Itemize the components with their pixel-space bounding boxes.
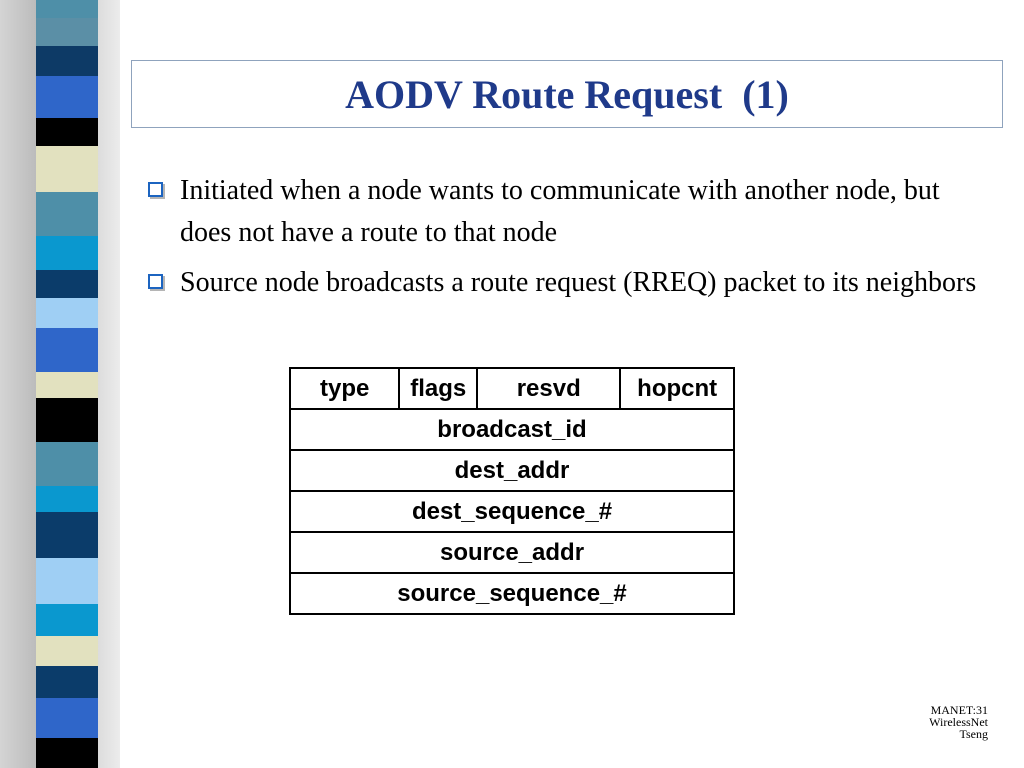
rreq-packet-format: type flags resvd hopcnt broadcast_id des… <box>288 367 735 615</box>
field-flags: flags <box>398 367 479 410</box>
stripe-block <box>36 146 98 192</box>
stripe-block <box>36 486 98 512</box>
stripe-block <box>36 192 98 236</box>
stripe-block <box>36 398 98 442</box>
bullet-text: Source node broadcasts a route request (… <box>180 267 977 298</box>
packet-row: source_sequence_# <box>289 572 735 615</box>
packet-row: dest_addr <box>289 449 735 492</box>
stripe-block <box>36 298 98 328</box>
stripe-block <box>36 76 98 118</box>
field-source-addr: source_addr <box>289 531 735 574</box>
field-resvd: resvd <box>476 367 622 410</box>
decorative-sidebar <box>0 0 120 768</box>
title-box: AODV Route Request (1) <box>131 60 1003 128</box>
square-bullet-icon <box>148 274 163 289</box>
stripe-block <box>36 0 98 18</box>
field-source-sequence: source_sequence_# <box>289 572 735 615</box>
packet-row: source_addr <box>289 531 735 574</box>
stripe-block <box>36 558 98 604</box>
field-hopcnt: hopcnt <box>619 367 735 410</box>
bullet-list: Initiated when a node wants to communica… <box>148 170 988 312</box>
stripe-block <box>36 270 98 298</box>
decorative-stripe <box>36 0 98 768</box>
stripe-block <box>36 442 98 486</box>
field-broadcast-id: broadcast_id <box>289 408 735 451</box>
field-dest-addr: dest_addr <box>289 449 735 492</box>
stripe-block <box>36 698 98 738</box>
footer-author: Tseng <box>959 727 989 741</box>
slide-title: AODV Route Request (1) <box>345 71 789 117</box>
field-type: type <box>288 367 401 410</box>
slide-footer: MANET:31 WirelessNet Tseng <box>929 704 988 740</box>
stripe-block <box>36 604 98 636</box>
stripe-block <box>36 372 98 398</box>
packet-header-row: type flags resvd hopcnt <box>288 367 735 410</box>
packet-row: dest_sequence_# <box>289 490 735 533</box>
bullet-item: Source node broadcasts a route request (… <box>148 262 988 304</box>
packet-row: broadcast_id <box>289 408 735 451</box>
bullet-text: Initiated when a node wants to communica… <box>180 175 940 248</box>
footer-page: MANET:31 <box>930 703 988 717</box>
bullet-item: Initiated when a node wants to communica… <box>148 170 988 254</box>
stripe-block <box>36 46 98 76</box>
stripe-block <box>36 118 98 146</box>
square-bullet-icon <box>148 182 163 197</box>
stripe-block <box>36 738 98 768</box>
stripe-block <box>36 328 98 372</box>
stripe-block <box>36 666 98 698</box>
stripe-block <box>36 512 98 558</box>
stripe-block <box>36 18 98 46</box>
stripe-block <box>36 236 98 270</box>
stripe-block <box>36 636 98 666</box>
field-dest-sequence: dest_sequence_# <box>289 490 735 533</box>
footer-course: WirelessNet <box>929 715 988 729</box>
